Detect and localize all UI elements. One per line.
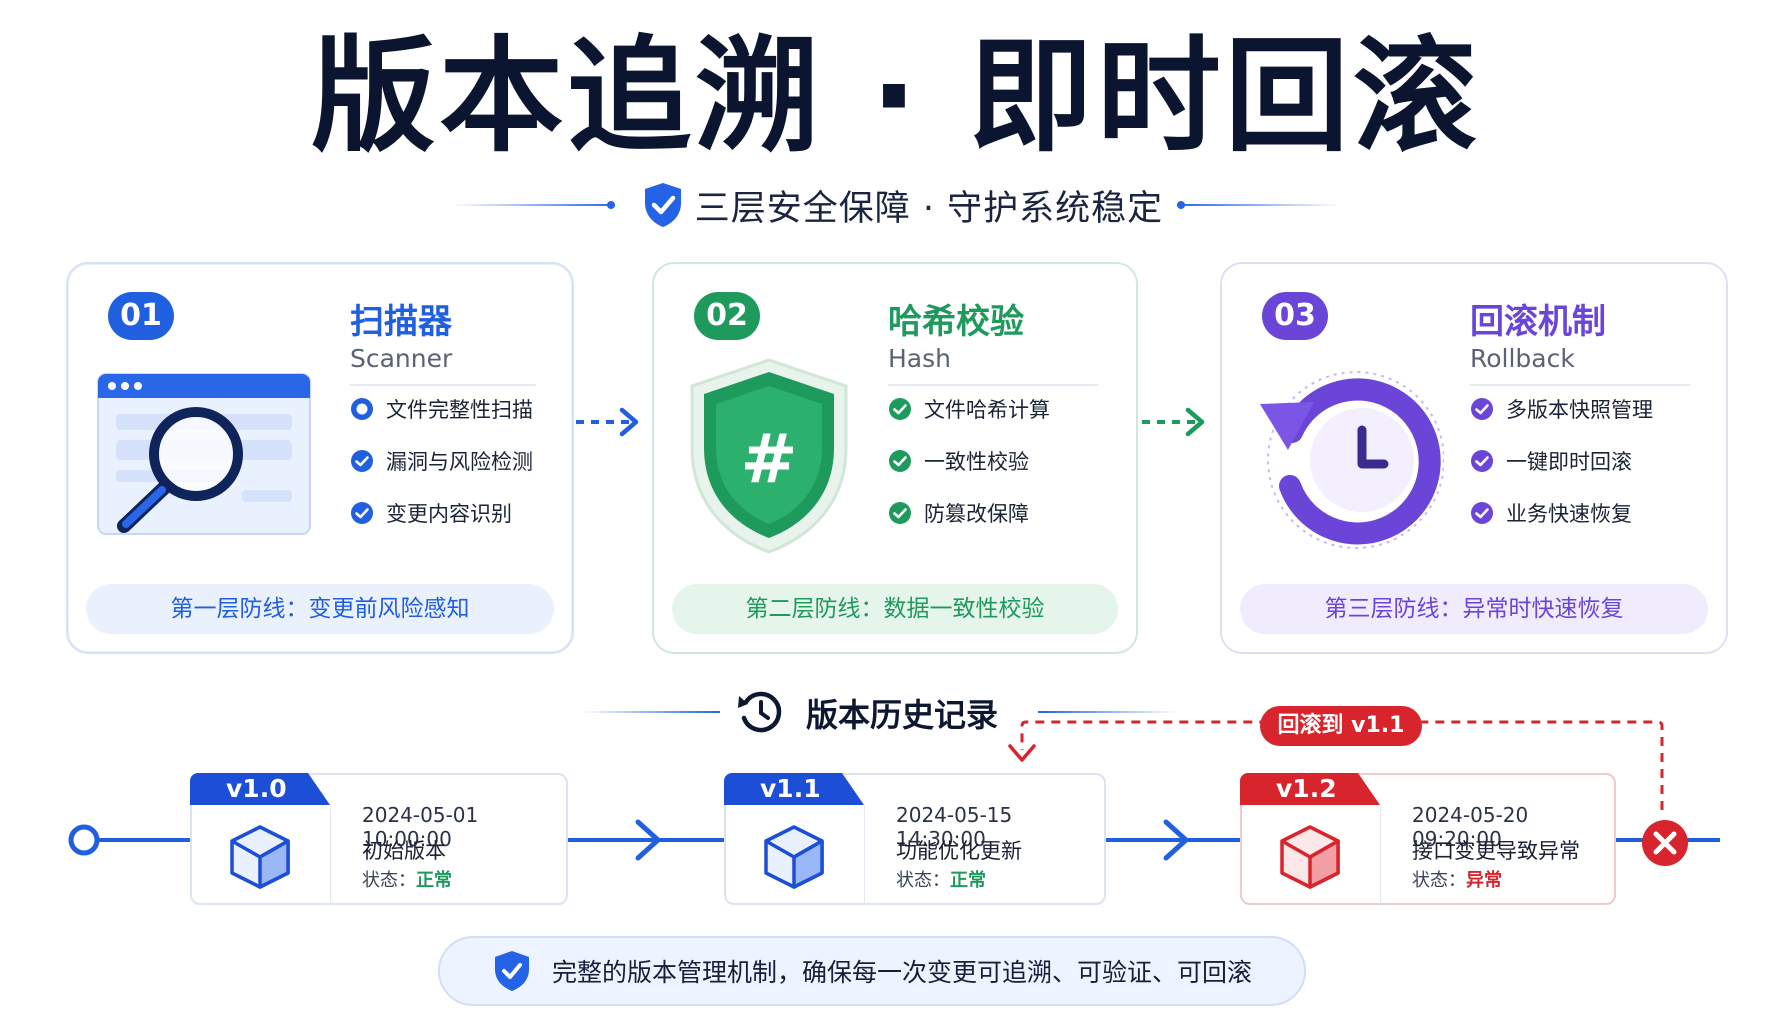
- subtitle: 三层安全保障 · 守护系统稳定: [694, 188, 1164, 229]
- step-badge: 02: [694, 292, 760, 340]
- card-title: 扫描器: [350, 302, 452, 342]
- card-rollback: 03 回滚机制 Rollback 多版本快照管理 一键即时回滚 业务快速恢复 第…: [1220, 262, 1728, 654]
- card-hash: 02 哈希校验 Hash # 文件哈希计算 一致性校验 防篡改保障 第二层防线：…: [652, 262, 1138, 654]
- subtitle-divider-right: [1177, 201, 1342, 209]
- feature-label: 一键即时回滚: [1506, 450, 1632, 474]
- card-subtitle: Scanner: [350, 344, 453, 373]
- status-value: 异常: [1466, 870, 1502, 891]
- card-divider: [1470, 384, 1690, 386]
- check-circle-icon: [1471, 398, 1493, 420]
- check-circle-icon: [1471, 502, 1493, 524]
- card-footer: 第三层防线：异常时快速恢复: [1240, 584, 1708, 634]
- feature-label: 文件完整性扫描: [386, 398, 533, 422]
- arrow-right-icon: [1142, 407, 1205, 437]
- status-label: 状态：: [1412, 870, 1466, 891]
- feature-item: 防篡改保障: [888, 498, 1029, 528]
- feature-item: 文件完整性扫描: [350, 394, 533, 424]
- status-label: 状态：: [896, 870, 950, 891]
- feature-item: 一键即时回滚: [1470, 446, 1632, 476]
- shield-check-icon: [644, 183, 681, 227]
- card-subtitle: Rollback: [1470, 344, 1575, 373]
- version-description: 接口变更导致异常: [1412, 839, 1580, 863]
- version-description: 初始版本: [362, 839, 446, 863]
- card-title: 回滚机制: [1470, 302, 1606, 342]
- version-description: 功能优化更新: [896, 839, 1022, 863]
- status-value: 正常: [950, 870, 986, 891]
- check-circle-icon: [889, 450, 911, 472]
- feature-label: 多版本快照管理: [1506, 398, 1653, 422]
- check-circle-icon: [1471, 450, 1493, 472]
- version-datetime: 2024-05-15 14:30:00: [896, 803, 1013, 851]
- history-divider-left: [580, 711, 720, 713]
- check-circle-icon: [351, 502, 373, 524]
- shield-check-icon: [494, 951, 529, 991]
- feature-item: 文件哈希计算: [888, 394, 1050, 424]
- version-datetime: 2024-05-20 09:20:00: [1412, 803, 1529, 851]
- history-divider-right: [1038, 711, 1178, 713]
- check-circle-icon: [889, 502, 911, 524]
- feature-item: 多版本快照管理: [1470, 394, 1653, 424]
- subtitle-divider-left: [450, 201, 615, 209]
- magnifier-icon: [97, 373, 311, 535]
- hash-shield-icon: #: [690, 358, 848, 554]
- card-footer: 第二层防线：数据一致性校验: [672, 584, 1118, 634]
- version-card[interactable]: v1.0 2024-05-01 10:00:00 初始版本 状态：正常: [190, 773, 568, 905]
- version-divider: [864, 805, 865, 905]
- version-status: 状态：异常: [1412, 866, 1502, 892]
- version-datetime: 2024-05-01 10:00:00: [362, 803, 479, 851]
- feature-item: 业务快速恢复: [1470, 498, 1632, 528]
- history-header: 版本历史记录: [0, 686, 1792, 738]
- version-tag: v1.0: [190, 773, 330, 805]
- card-footer: 第一层防线：变更前风险感知: [86, 584, 554, 634]
- feature-item: 一致性校验: [888, 446, 1029, 476]
- feature-label: 一致性校验: [924, 450, 1029, 474]
- card-scanner: 01 扫描器 Scanner 文件完整性扫描 漏洞与风险检测 变更内容识别 第一…: [66, 262, 574, 654]
- radio-ring-icon: [351, 398, 373, 420]
- cube-icon: [1280, 825, 1340, 889]
- history-title: 版本历史记录: [806, 696, 999, 734]
- rollback-clock-icon: [1260, 371, 1444, 549]
- version-status: 状态：正常: [362, 866, 452, 892]
- card-subtitle: Hash: [888, 344, 951, 373]
- card-divider: [888, 384, 1098, 386]
- arrow-right-icon: [576, 407, 639, 437]
- cube-icon: [230, 825, 290, 889]
- version-card[interactable]: v1.1 2024-05-15 14:30:00 功能优化更新 状态：正常: [724, 773, 1106, 905]
- card-divider: [350, 384, 536, 386]
- subtitle-row: 三层安全保障 · 守护系统稳定: [0, 180, 1792, 230]
- version-divider: [1380, 805, 1381, 905]
- feature-item: 漏洞与风险检测: [350, 446, 533, 476]
- version-tag: v1.2: [1240, 773, 1380, 805]
- card-title: 哈希校验: [888, 302, 1024, 342]
- step-badge: 03: [1262, 292, 1328, 340]
- feature-label: 业务快速恢复: [1506, 502, 1632, 526]
- feature-label: 文件哈希计算: [924, 398, 1050, 422]
- status-label: 状态：: [362, 870, 416, 891]
- feature-item: 变更内容识别: [350, 498, 512, 528]
- history-clock-icon: [738, 691, 782, 733]
- status-value: 正常: [416, 870, 452, 891]
- feature-label: 变更内容识别: [386, 502, 512, 526]
- page-title: 版本追溯 · 即时回滚: [311, 25, 1481, 169]
- summary-text: 完整的版本管理机制，确保每一次变更可追溯、可验证、可回滚: [551, 958, 1252, 987]
- check-circle-icon: [889, 398, 911, 420]
- version-divider: [330, 805, 331, 905]
- rollback-label: 回滚到 v1.1: [1260, 706, 1422, 746]
- check-circle-icon: [351, 450, 373, 472]
- feature-label: 漏洞与风险检测: [386, 450, 533, 474]
- version-tag: v1.1: [724, 773, 864, 805]
- feature-label: 防篡改保障: [924, 502, 1029, 526]
- step-badge: 01: [108, 292, 174, 340]
- version-card[interactable]: v1.2 2024-05-20 09:20:00 接口变更导致异常 状态：异常: [1240, 773, 1616, 905]
- svg-text:#: #: [741, 420, 798, 499]
- summary-banner: 完整的版本管理机制，确保每一次变更可追溯、可验证、可回滚: [438, 936, 1306, 1006]
- version-status: 状态：正常: [896, 866, 986, 892]
- cube-icon: [764, 825, 824, 889]
- error-x-icon: [1642, 820, 1688, 866]
